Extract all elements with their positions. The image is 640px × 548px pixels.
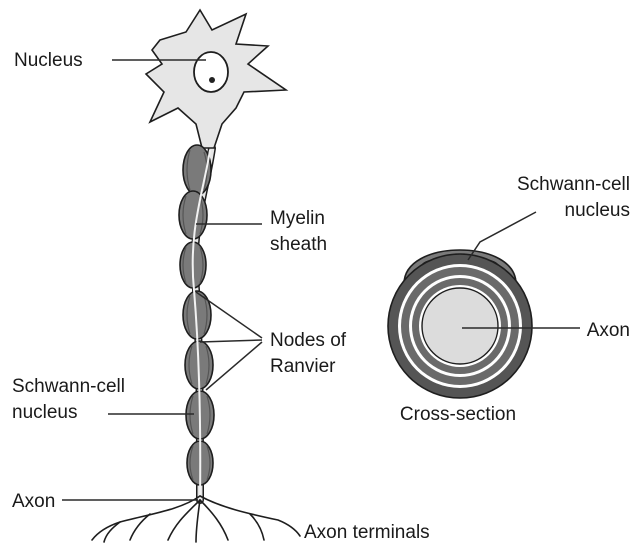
axon-terminals-label: Axon terminals bbox=[304, 522, 430, 543]
nucleus-label: Nucleus bbox=[14, 50, 83, 71]
label-group-schwann-right: Schwann-cell nucleus bbox=[468, 174, 630, 260]
nodes-leader-3 bbox=[206, 342, 262, 390]
axon-left-label: Axon bbox=[12, 491, 55, 512]
axon-core bbox=[422, 288, 498, 364]
axon-right-label: Axon bbox=[587, 320, 630, 341]
cell-nucleus bbox=[194, 52, 228, 92]
nodes-label-line2: Ranvier bbox=[270, 356, 336, 377]
nodes-leader-2 bbox=[200, 340, 262, 342]
label-group-nodes: Nodes of Ranvier bbox=[196, 292, 347, 390]
myelin-label-line2: sheath bbox=[270, 234, 327, 255]
cross-section bbox=[388, 250, 532, 398]
cross-section-label: Cross-section bbox=[400, 404, 516, 425]
label-group-axon-terminals: Axon terminals bbox=[304, 522, 430, 543]
neuron bbox=[92, 10, 300, 542]
nucleolus bbox=[209, 77, 215, 83]
label-group-schwann-left: Schwann-cell nucleus bbox=[12, 376, 194, 423]
schwann-left-label-line1: Schwann-cell bbox=[12, 376, 125, 397]
label-group-cross-section: Cross-section bbox=[400, 404, 516, 425]
myelin-label-line1: Myelin bbox=[270, 208, 325, 229]
label-group-myelin: Myelin sheath bbox=[196, 208, 327, 255]
schwann-right-label-line1: Schwann-cell bbox=[517, 174, 630, 195]
schwann-right-label-line2: nucleus bbox=[565, 200, 631, 221]
nodes-label-line1: Nodes of bbox=[270, 330, 347, 351]
schwann-left-label-line2: nucleus bbox=[12, 402, 78, 423]
myelin-segment bbox=[179, 191, 207, 239]
axon-terminals bbox=[92, 496, 300, 542]
